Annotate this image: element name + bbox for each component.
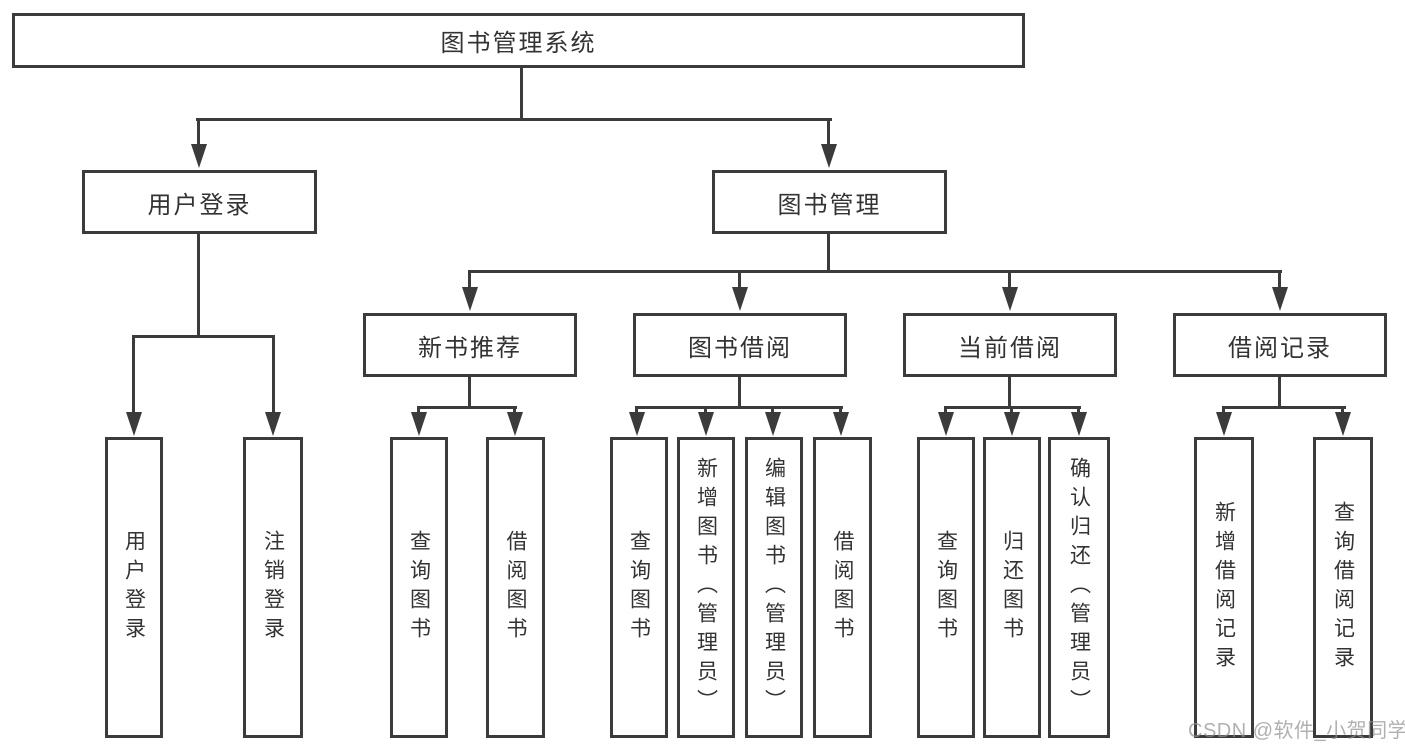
arrow-down-icon (507, 412, 523, 436)
node-book-borrowing: 图书借阅 (633, 313, 847, 377)
leaf-borrow-books-recommend: 借阅图书 (486, 437, 545, 738)
connector-line (1278, 270, 1281, 292)
leaf-borrow-books-borrowing: 借阅图书 (813, 437, 872, 738)
connector-line (197, 118, 200, 148)
node-label: 借阅记录 (1228, 334, 1332, 362)
arrow-down-icon (1071, 412, 1087, 436)
node-label: 图书借阅 (688, 334, 792, 362)
connector-line (197, 232, 200, 338)
leaf-label: 查询图书 (934, 529, 958, 646)
leaf-label: 用户登录 (122, 529, 146, 646)
arrow-down-icon (765, 412, 781, 436)
arrow-down-icon (191, 144, 207, 168)
connector-line (771, 406, 774, 415)
leaf-label: 归还图书 (1000, 529, 1024, 646)
leaf-label: 借阅图书 (831, 529, 854, 646)
node-library-management-system: 图书管理系统 (12, 13, 1025, 68)
leaf-label: 查询借阅记录 (1331, 500, 1355, 675)
connector-line (417, 406, 420, 415)
arrow-down-icon (265, 412, 281, 436)
leaf-add-book-admin: 新增图书（管理员） (677, 437, 735, 738)
node-current-borrowing: 当前借阅 (903, 313, 1117, 377)
arrow-down-icon (938, 412, 954, 436)
connector-line (827, 232, 830, 273)
arrow-down-icon (821, 144, 837, 168)
arrow-down-icon (1272, 287, 1288, 311)
leaf-add-borrow-record: 新增借阅记录 (1194, 437, 1254, 738)
leaf-return-books: 归还图书 (983, 437, 1041, 738)
connector-line (417, 406, 517, 409)
leaf-user-login: 用户登录 (105, 437, 163, 738)
leaf-label: 确认归还（管理员） (1067, 457, 1091, 718)
leaf-label: 借阅图书 (504, 529, 527, 646)
watermark: CSDN @软件_小贺同学 (1188, 720, 1405, 742)
node-user-login: 用户登录 (82, 170, 317, 234)
arrow-down-icon (833, 412, 849, 436)
node-label: 新书推荐 (418, 334, 522, 362)
node-label: 当前借阅 (958, 334, 1062, 362)
arrow-down-icon (1004, 412, 1020, 436)
node-book-management: 图书管理 (712, 170, 947, 234)
leaf-label: 查询图书 (407, 529, 431, 646)
connector-line (468, 270, 1282, 273)
leaf-label: 编辑图书（管理员） (762, 457, 786, 718)
leaf-query-books-borrowing: 查询图书 (610, 437, 668, 738)
leaf-confirm-return-admin: 确认归还（管理员） (1048, 437, 1110, 738)
connector-line (272, 335, 275, 415)
leaf-label: 新增借阅记录 (1212, 500, 1236, 675)
arrow-down-icon (1216, 412, 1232, 436)
connector-line (1008, 270, 1011, 292)
leaf-logout: 注销登录 (243, 437, 303, 738)
arrow-down-icon (1002, 287, 1018, 311)
node-label: 图书管理系统 (440, 30, 597, 57)
arrow-down-icon (1335, 412, 1351, 436)
connector-line (132, 335, 275, 338)
connector-line (468, 270, 471, 292)
leaf-edit-book-admin: 编辑图书（管理员） (745, 437, 803, 738)
connector-line (1278, 375, 1281, 409)
connector-line (1010, 406, 1013, 415)
arrow-down-icon (698, 412, 714, 436)
connector-line (520, 66, 523, 120)
connector-line (738, 375, 741, 409)
node-borrowing-records: 借阅记录 (1173, 313, 1387, 377)
connector-line (635, 406, 638, 415)
connector-line (1008, 375, 1011, 409)
connector-line (196, 118, 832, 121)
node-label: 用户登录 (147, 191, 252, 219)
connector-line (513, 406, 516, 415)
connector-line (704, 406, 707, 415)
node-label: 图书管理 (777, 191, 882, 219)
connector-line (738, 270, 741, 292)
leaf-query-books-current: 查询图书 (917, 437, 975, 738)
leaf-query-borrow-record: 查询借阅记录 (1313, 437, 1373, 738)
arrow-down-icon (462, 287, 478, 311)
connector-line (132, 335, 135, 415)
leaf-label: 查询图书 (627, 529, 651, 646)
leaf-label: 新增图书（管理员） (694, 457, 718, 718)
leaf-label: 注销登录 (261, 529, 285, 646)
arrow-down-icon (629, 412, 645, 436)
connector-line (1222, 406, 1346, 409)
arrow-down-icon (126, 412, 142, 436)
arrow-down-icon (411, 412, 427, 436)
node-new-book-recommend: 新书推荐 (363, 313, 577, 377)
connector-line (1077, 406, 1080, 415)
connector-line (839, 406, 842, 415)
connector-line (635, 406, 843, 409)
connector-line (1222, 406, 1225, 415)
connector-line (468, 375, 471, 409)
arrow-down-icon (732, 287, 748, 311)
leaf-query-books-recommend: 查询图书 (390, 437, 448, 738)
connector-line (827, 118, 830, 148)
connector-line (1341, 406, 1344, 415)
connector-line (944, 406, 947, 415)
